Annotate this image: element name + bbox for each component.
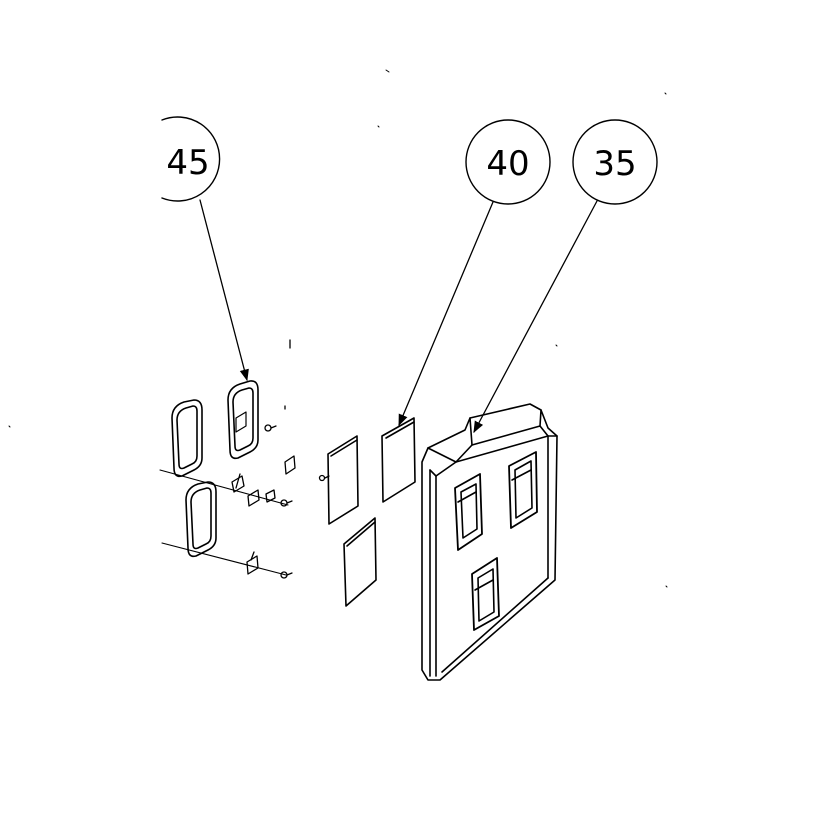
part-40-plate-upper-left xyxy=(327,435,359,525)
part-45-frame-upper-right xyxy=(227,380,259,460)
part-35-housing-panel xyxy=(421,403,558,681)
balloon-45-label: 45 xyxy=(166,143,209,183)
balloon-40: 40 xyxy=(465,119,551,205)
balloon-35: 35 xyxy=(572,119,658,205)
part-40-plate-lower xyxy=(343,517,377,607)
balloon-45: 45 xyxy=(161,116,221,202)
balloon-35-label: 35 xyxy=(593,144,636,184)
balloon-40-label: 40 xyxy=(486,144,529,184)
leader-35 xyxy=(473,200,598,434)
part-40-plate-upper-right xyxy=(381,417,416,503)
part-45-clips-and-screws xyxy=(231,339,330,579)
drawing-specks xyxy=(8,69,668,588)
leader-40 xyxy=(398,201,494,427)
assembly-axis-lines xyxy=(159,469,289,576)
part-45-frame-upper-left xyxy=(171,399,203,478)
leader-45 xyxy=(199,199,249,382)
part-45-frame-lower xyxy=(185,481,217,558)
